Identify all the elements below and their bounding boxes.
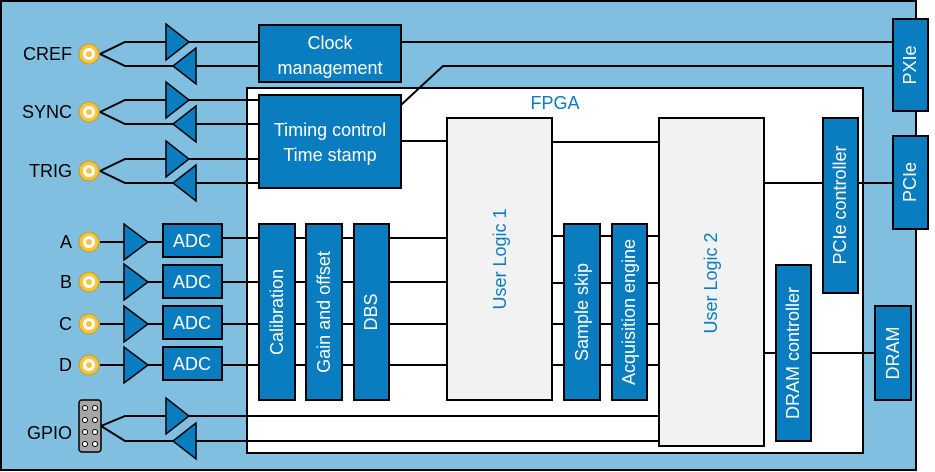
connector-c-icon <box>78 313 100 335</box>
gain-offset-block: Gain and offset <box>305 223 343 401</box>
user-logic-2-block: User Logic 2 <box>658 117 765 447</box>
dram-block: DRAM <box>874 305 912 401</box>
clock-management-block: Clock management <box>258 24 402 83</box>
clock-line1: Clock <box>307 33 353 53</box>
connector-d-icon <box>78 354 100 376</box>
clock-line2: management <box>277 58 382 78</box>
label-gpio: GPIO <box>27 423 72 443</box>
connector-a-icon <box>78 231 100 253</box>
svg-text:Acquisition engine: Acquisition engine <box>619 239 639 385</box>
dbs-block: DBS <box>353 223 390 401</box>
svg-text:DRAM: DRAM <box>883 327 903 380</box>
timing-control-block: Timing control Time stamp <box>258 94 402 189</box>
label-trig: TRIG <box>29 161 72 181</box>
calibration-block: Calibration <box>258 223 296 401</box>
dram-controller-block: DRAM controller <box>775 264 812 442</box>
svg-text:PCIe: PCIe <box>900 162 920 202</box>
pcie-controller-block: PCIe controller <box>822 117 859 294</box>
svg-text:PCIe controller: PCIe controller <box>830 145 850 264</box>
svg-text:ADC: ADC <box>173 354 211 374</box>
label-cref: CREF <box>23 44 72 64</box>
svg-text:Gain and offset: Gain and offset <box>314 251 334 373</box>
label-d: D <box>59 355 72 375</box>
sma-connectors <box>78 43 102 453</box>
svg-text:Sample skip: Sample skip <box>572 263 592 361</box>
label-sync: SYNC <box>22 102 72 122</box>
svg-text:DRAM controller: DRAM controller <box>783 287 803 419</box>
connector-sync-icon <box>78 101 100 123</box>
gpio-header-icon <box>78 399 102 453</box>
user-logic-1-block: User Logic 1 <box>446 117 553 401</box>
acquisition-engine-block: Acquisition engine <box>611 223 648 401</box>
timing-line1: Timing control <box>274 120 386 140</box>
svg-text:PXIe: PXIe <box>900 45 920 84</box>
svg-text:User Logic 2: User Logic 2 <box>701 232 721 333</box>
fpga-label: FPGA <box>530 93 579 113</box>
svg-text:ADC: ADC <box>173 231 211 251</box>
svg-text:DBS: DBS <box>361 293 381 330</box>
label-b: B <box>60 272 72 292</box>
connector-b-icon <box>78 271 100 293</box>
pxie-block: PXIe <box>892 18 929 112</box>
svg-text:ADC: ADC <box>173 272 211 292</box>
label-a: A <box>60 232 72 252</box>
connector-trig-icon <box>78 160 100 182</box>
svg-text:Calibration: Calibration <box>267 269 287 355</box>
label-c: C <box>59 314 72 334</box>
adc-d-block: ADC <box>162 346 223 381</box>
driver-triangles <box>123 22 197 461</box>
svg-text:User Logic 1: User Logic 1 <box>490 208 510 309</box>
connector-cref-icon <box>78 43 100 65</box>
adc-b-block: ADC <box>162 264 223 299</box>
adc-c-block: ADC <box>162 305 223 340</box>
pcie-block: PCIe <box>892 135 929 230</box>
timing-line2: Time stamp <box>283 145 376 165</box>
sample-skip-block: Sample skip <box>563 223 601 401</box>
svg-text:ADC: ADC <box>173 313 211 333</box>
adc-a-block: ADC <box>162 223 223 258</box>
